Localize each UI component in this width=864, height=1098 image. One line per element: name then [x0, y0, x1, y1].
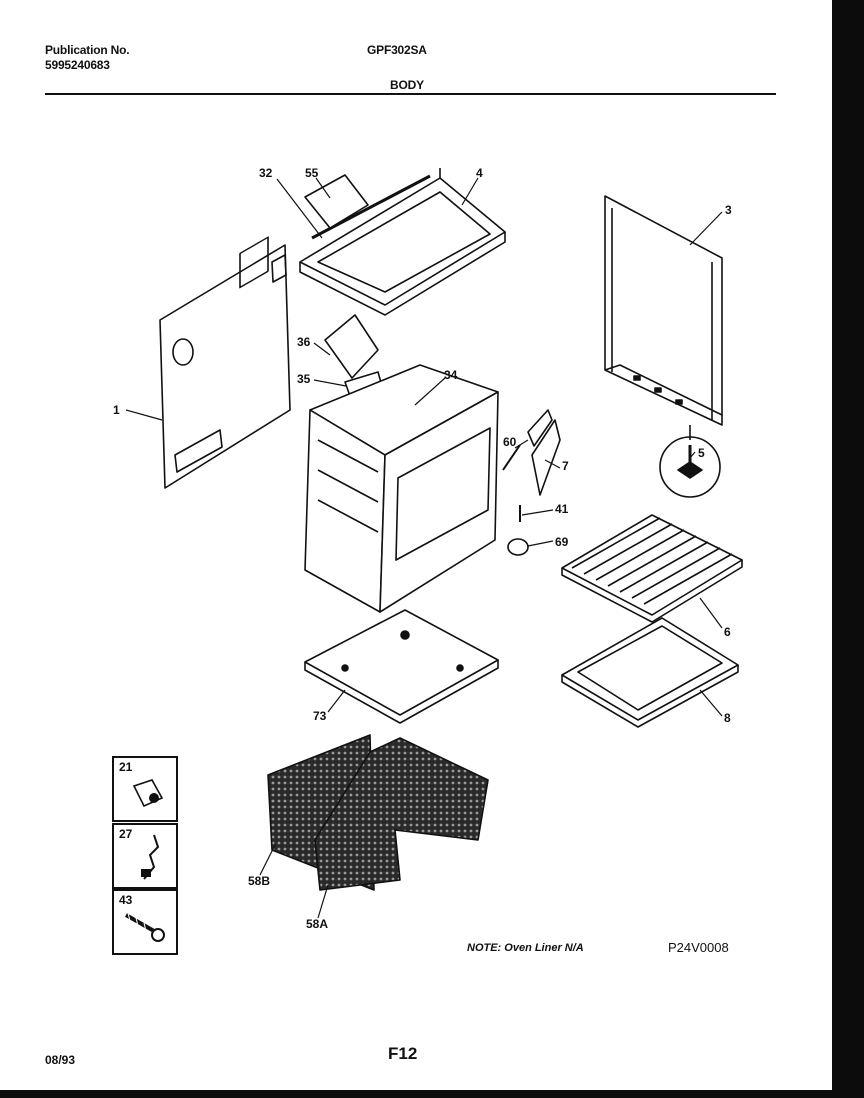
callout-73: 73 — [313, 709, 327, 723]
screw-icon — [125, 912, 165, 942]
publication-label: Publication No. — [45, 43, 130, 57]
callout-3: 3 — [725, 203, 732, 217]
back-panel-part — [159, 236, 291, 489]
callout-58a: 58A — [306, 917, 329, 931]
bracket-icon — [141, 834, 160, 880]
scan-edge-bottom — [0, 1090, 864, 1098]
callout-32: 32 — [259, 166, 273, 180]
bracket-part — [304, 174, 369, 229]
top-frame-part — [299, 168, 506, 316]
vent-duct-part — [324, 314, 379, 379]
scan-edge-right — [832, 0, 864, 1098]
diagram-code: P24V0008 — [668, 940, 729, 955]
callout-36: 36 — [297, 335, 311, 349]
section-title: BODY — [390, 78, 424, 92]
header-rule — [45, 93, 776, 95]
insulation-blanket-part — [267, 734, 489, 891]
inset-27: 27 — [112, 823, 178, 889]
callout-58b: 58B — [248, 874, 271, 888]
callout-34: 34 — [444, 368, 458, 382]
callout-4: 4 — [476, 166, 483, 180]
clip-icon — [132, 779, 164, 808]
callout-69: 69 — [555, 535, 569, 549]
callout-35: 35 — [297, 372, 311, 386]
oven-rack-part — [561, 514, 743, 623]
broil-pan-part — [561, 617, 739, 728]
callout-6: 6 — [724, 625, 731, 639]
publication-date: 08/93 — [45, 1053, 76, 1067]
hinge-part — [527, 409, 553, 447]
page-number: F12 — [388, 1044, 418, 1063]
oven-body-part — [304, 364, 499, 613]
oven-liner-note: NOTE: Oven Liner N/A — [467, 942, 584, 954]
model-number: GPF302SA — [367, 43, 427, 57]
inset-21: 21 — [112, 756, 178, 822]
side-panel-part — [604, 195, 723, 426]
callout-5: 5 — [698, 446, 705, 460]
inset-number: 21 — [119, 760, 133, 774]
callout-1: 1 — [113, 403, 120, 417]
inset-number: 27 — [119, 827, 133, 841]
callout-60: 60 — [503, 435, 517, 449]
publication-number: 5995240683 — [45, 58, 110, 72]
callout-8: 8 — [724, 711, 731, 725]
callout-7: 7 — [562, 459, 569, 473]
bottom-panel-part — [304, 609, 499, 724]
hinge-arm-part — [531, 419, 561, 496]
inset-43: 43 — [112, 889, 178, 955]
callout-55: 55 — [305, 166, 319, 180]
inset-number: 43 — [119, 893, 133, 907]
grommet-part — [507, 538, 529, 556]
callout-41: 41 — [555, 502, 569, 516]
leveling-leg-part — [659, 425, 721, 498]
